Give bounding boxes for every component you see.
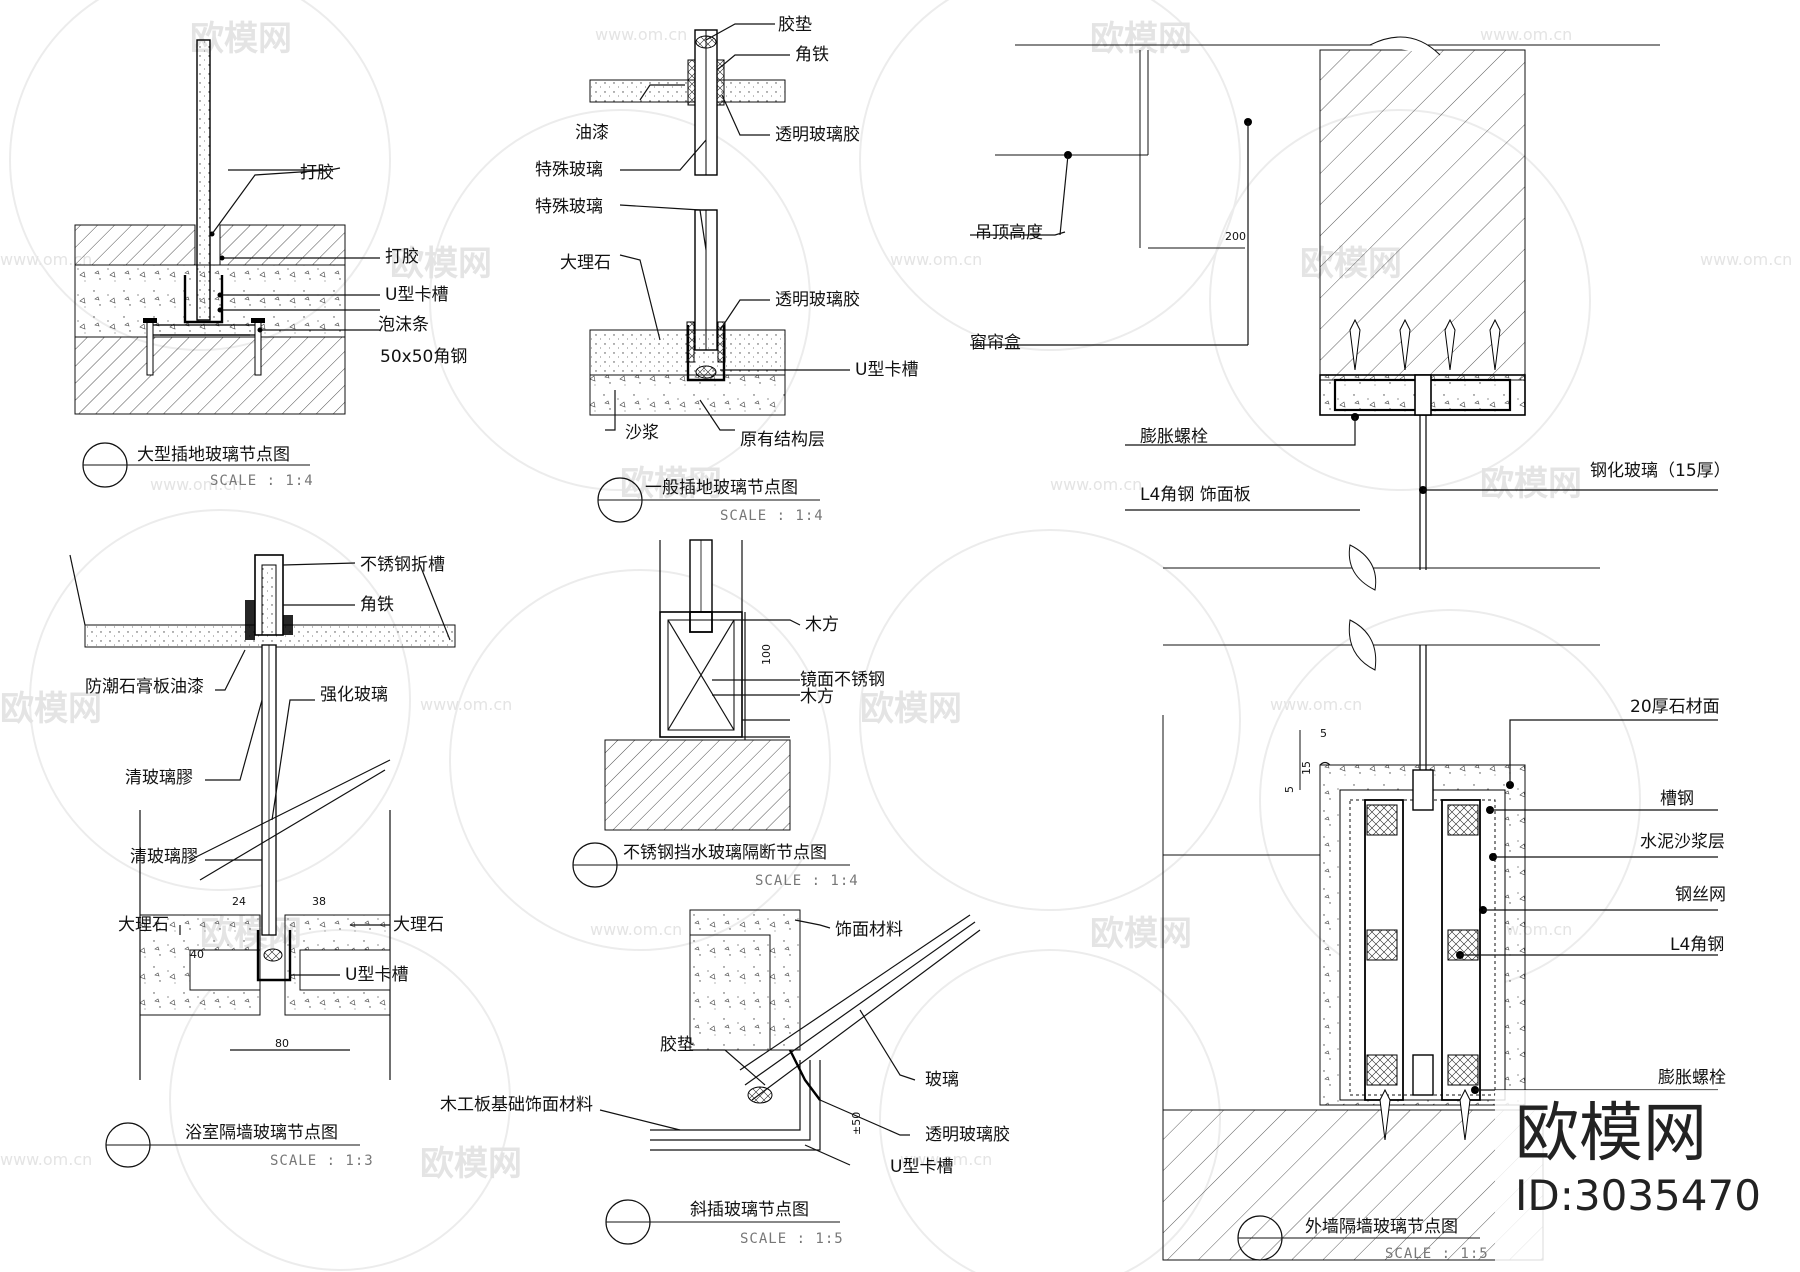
label-special-glass: 特殊玻璃 (535, 197, 603, 217)
label-sealant: 打胶 (300, 163, 334, 183)
watermark-url: www.om.cn (1480, 25, 1572, 44)
detail-scale: SCALE : 1:4 (210, 473, 314, 489)
brand-block: 欧模网 ID:3035470 (1495, 1090, 1795, 1272)
label-angle-iron: 角铁 (795, 45, 829, 65)
label-tempered-glass-15: 钢化玻璃（15厚） (1590, 461, 1731, 481)
watermark-text: 欧模网 (420, 1144, 522, 1184)
watermark-url: www.om.cn (0, 250, 92, 269)
label-angle-steel: L4角钢 (1670, 935, 1724, 955)
watermark-url: www.om.cn (595, 25, 687, 44)
label-clear-glue: 清玻璃膠 (130, 847, 198, 867)
detail-title: 不锈钢挡水玻璃隔断节点图 (623, 843, 827, 863)
label-rubber-gasket: 胶垫 (778, 15, 812, 35)
watermark-url: www.om.cn (420, 695, 512, 714)
label-structure-layer: 原有结构层 (740, 430, 825, 450)
dim-5: 5 (1283, 786, 1296, 793)
watermark-url: www.om.cn (890, 250, 982, 269)
watermark-text: 欧模网 (620, 464, 722, 504)
detail-stainless-water-barrier: 100 木方 镜面不锈钢 木方 不锈钢挡水玻璃隔断节点图 SCALE : 1:4 (572, 539, 885, 889)
label-u-channel: U型卡槽 (345, 965, 408, 985)
label-clear-glass-glue: 透明玻璃胶 (775, 290, 860, 310)
watermark-url: www.om.cn (900, 1150, 992, 1169)
label-marble: 大理石 (118, 915, 169, 935)
watermark-url: www.om.cn (590, 920, 682, 939)
label-marble: 大理石 (560, 253, 611, 273)
label-wire-mesh: 钢丝网 (1675, 885, 1726, 905)
detail-scale: SCALE : 1:5 (740, 1231, 844, 1247)
brand-id: ID:3035470 (1515, 1171, 1761, 1220)
label-mirror-stainless: 镜面不锈钢 (800, 670, 885, 690)
dim-5: 5 (1320, 727, 1327, 740)
label-angle-steel-panel: L4角钢 饰面板 (1140, 485, 1251, 505)
label-u-channel: U型卡槽 (890, 1157, 953, 1177)
dim-38: 38 (312, 895, 326, 908)
label-cement-mortar: 水泥沙浆层 (1640, 832, 1725, 852)
label-curtain-box: 窗帘盒 (970, 333, 1021, 353)
label-angle-iron: 角铁 (360, 595, 394, 615)
dim-15: 15 (1300, 761, 1313, 775)
detail-title: 一般插地玻璃节点图 (645, 478, 798, 498)
label-tempered-glass: 强化玻璃 (320, 685, 388, 705)
label-stone-face: 20厚石材面 (1630, 697, 1720, 717)
watermark-url: www.om.cn (0, 1150, 92, 1169)
label-moisture-board: 防潮石膏板油漆 (85, 676, 204, 697)
label-mortar: 沙浆 (625, 423, 659, 443)
watermark-text: 欧模网 (1480, 464, 1582, 504)
watermark-url: www.om.cn (1270, 695, 1362, 714)
detail-scale: SCALE : 1:3 (270, 1153, 374, 1169)
label-board-base: 木工板基础饰面材料 (440, 1095, 593, 1115)
detail-scale: SCALE : 1:4 (755, 873, 859, 889)
detail-title: 浴室隔墙玻璃节点图 (185, 1123, 338, 1143)
label-clear-glass-glue: 透明玻璃胶 (925, 1125, 1010, 1145)
label-wood-batten: 木方 (800, 687, 834, 707)
label-u-channel: U型卡槽 (385, 285, 448, 305)
detail-title: 大型插地玻璃节点图 (137, 445, 290, 465)
watermark-text: 欧模网 (860, 689, 962, 729)
detail-title: 斜插玻璃节点图 (690, 1200, 809, 1220)
label-wood-batten: 木方 (805, 615, 839, 635)
dim-pm50: ±50 (850, 1112, 863, 1135)
detail-general-floor-glass: 胶垫 角铁 油漆 透明玻璃胶 特殊玻璃 特殊玻璃 大理石 透明玻璃胶 U型卡槽 … (535, 15, 918, 524)
label-foam-strip: 泡沫条 (378, 315, 429, 335)
label-rubber-gasket: 胶垫 (660, 1035, 694, 1055)
watermark-url: www.om.cn (1700, 250, 1792, 269)
detail-slanted-glass: ±50 饰面材料 胶垫 玻璃 木工板基础饰面材料 透明玻璃胶 U型卡槽 斜插玻璃… (440, 909, 1010, 1247)
watermark-text: 欧模网 (0, 689, 102, 729)
brand-logo-text: 欧模网 (1515, 1097, 1707, 1171)
label-clear-glue: 清玻璃膠 (125, 768, 193, 788)
label-special-glass: 特殊玻璃 (535, 160, 603, 180)
label-expansion-bolt: 膨胀螺栓 (1140, 427, 1208, 447)
label-channel-steel: 槽钢 (1660, 789, 1694, 809)
detail-scale: SCALE : 1:4 (720, 508, 824, 524)
label-paint: 油漆 (575, 123, 609, 143)
detail-scale: SCALE : 1:5 (1385, 1246, 1489, 1262)
label-stainless-trough: 不锈钢折槽 (360, 555, 445, 575)
dim-100: 100 (760, 644, 773, 665)
dim-40: 40 (190, 948, 204, 961)
label-sealant: 打胶 (385, 247, 419, 267)
label-ceiling-height: 吊顶高度 (975, 223, 1043, 243)
label-clear-glass-glue: 透明玻璃胶 (775, 125, 860, 145)
dim-80: 80 (275, 1037, 289, 1050)
watermark-url: www.om.cn (150, 475, 242, 494)
dim-24: 24 (232, 895, 246, 908)
detail-large-floor-glass: 打胶 打胶 U型卡槽 泡沫条 50x50角钢 大型插地玻璃节点图 SCALE :… (74, 39, 467, 489)
detail-bathroom-partition-glass: 24 38 40 80 不锈钢折槽 角铁 防潮石膏板油漆 强化玻璃 清玻璃膠 清… (69, 554, 456, 1169)
label-expansion-bolt: 膨胀螺栓 (1658, 1068, 1726, 1088)
label-marble: 大理石 (393, 915, 444, 935)
label-finish-material: 饰面材料 (835, 920, 903, 940)
detail-exterior-wall-glass: 200 5 15 5 (970, 36, 1731, 1262)
label-u-channel: U型卡槽 (855, 360, 918, 380)
detail-title: 外墙隔墙玻璃节点图 (1305, 1217, 1458, 1237)
dim-200: 200 (1225, 230, 1246, 243)
watermark-text: 欧模网 (1090, 914, 1192, 954)
label-glass: 玻璃 (925, 1070, 959, 1090)
watermark-text: 欧模网 (1090, 19, 1192, 59)
label-angle-steel: 50x50角钢 (380, 347, 467, 367)
watermark-text: 欧模网 (390, 244, 492, 284)
watermark-url: www.om.cn (1050, 475, 1142, 494)
